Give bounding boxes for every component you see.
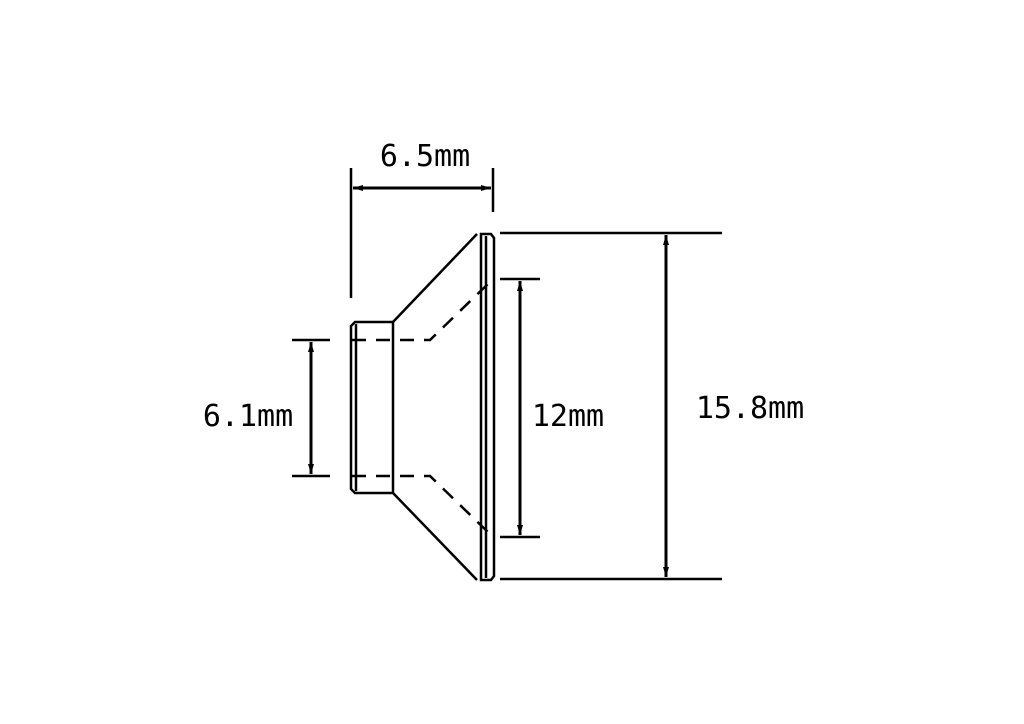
dimension-bore-diameter [500, 277, 540, 539]
small-flange [349, 320, 395, 495]
part-outline [349, 232, 496, 582]
label-bore-diameter: 12mm [532, 399, 604, 434]
label-length: 6.5mm [380, 139, 470, 174]
large-plate [479, 232, 496, 582]
dimension-length [349, 168, 495, 298]
hidden-lines [352, 279, 493, 537]
dimension-inner-diameter [292, 338, 330, 478]
cone [392, 233, 478, 581]
label-outer-diameter: 15.8mm [696, 391, 804, 426]
dimension-outer-diameter [500, 231, 722, 581]
label-inner-diameter: 6.1mm [203, 399, 293, 434]
